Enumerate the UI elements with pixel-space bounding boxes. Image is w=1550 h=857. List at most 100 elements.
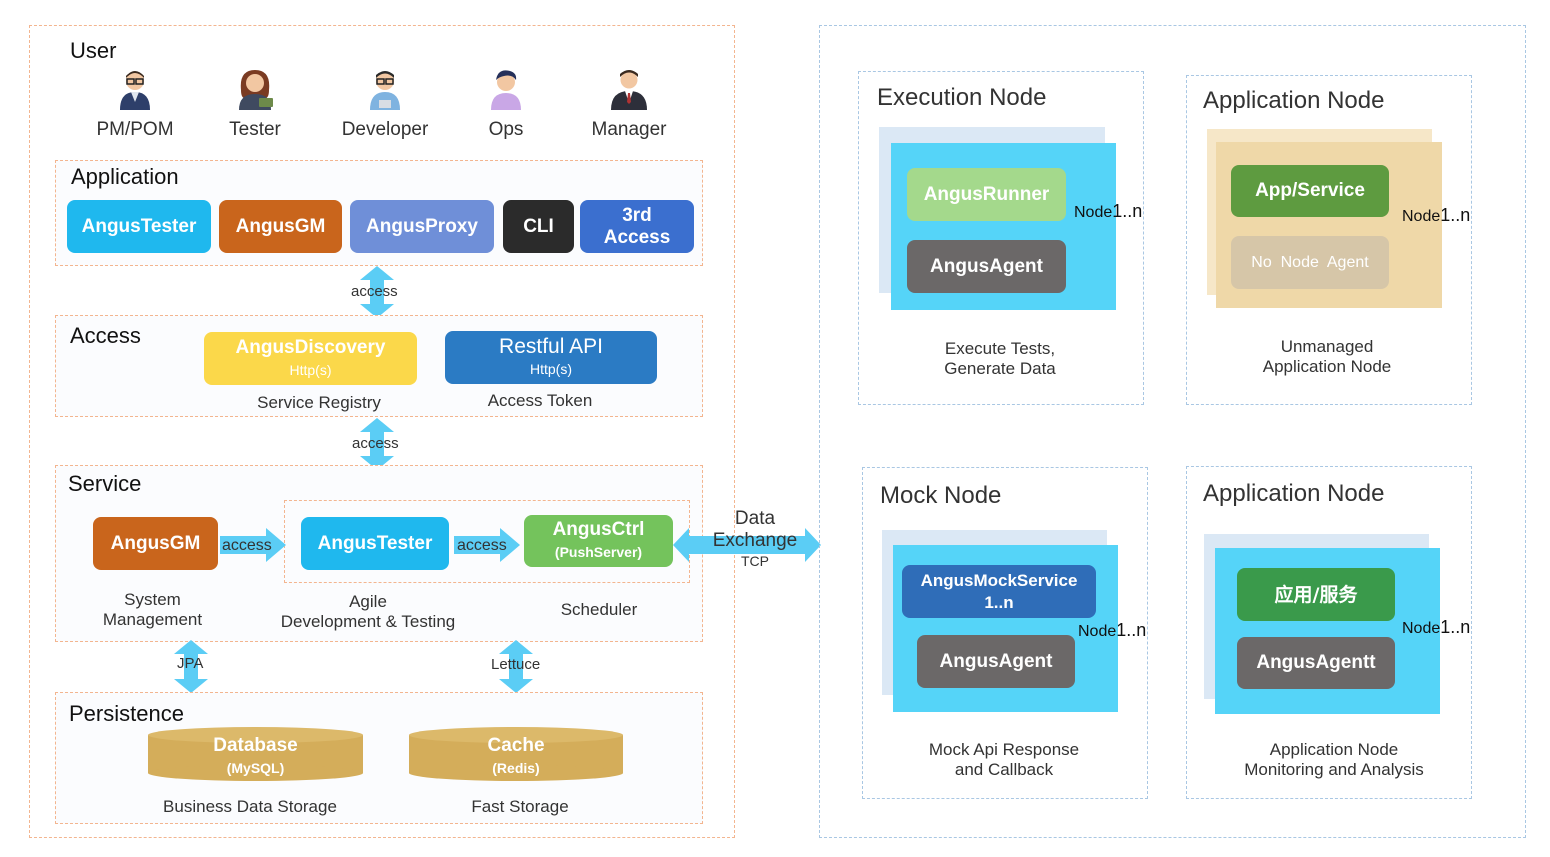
app-service-box[interactable]: App/Service <box>1231 165 1389 217</box>
user-ops: Ops <box>451 68 561 141</box>
caption-line: Development & Testing <box>280 612 456 631</box>
execution-node-title: Execution Node <box>877 84 1047 111</box>
user-title: User <box>70 38 117 63</box>
access-arrow-label: access <box>351 283 398 300</box>
user-role-label: Ops <box>488 119 524 140</box>
ops-avatar-icon <box>491 70 521 110</box>
mockservice-count: 1..n <box>984 592 1014 612</box>
mock-node-count: Node1..n <box>1078 620 1146 641</box>
service-angusctrl-box[interactable]: AngusCtrl (PushServer) <box>524 515 673 567</box>
mock-angusagent-box[interactable]: AngusAgent <box>917 635 1075 688</box>
access-arrow-1 <box>360 266 394 318</box>
angusdiscovery-box[interactable]: AngusDiscovery Http(s) <box>204 332 417 385</box>
app-angustester-button[interactable]: AngusTester <box>67 200 211 253</box>
node-count: 1..n <box>1116 620 1147 640</box>
cache-sub: (Redis) <box>492 760 540 776</box>
app-node-1-caption: Unmanaged Application Node <box>1227 337 1427 377</box>
application-node-title-1: Application Node <box>1203 87 1385 114</box>
caption-line: Agile <box>349 592 387 611</box>
app-node-1-count: Node1..n <box>1402 205 1470 226</box>
node-count-label: Node <box>1402 208 1441 225</box>
developer-avatar-icon <box>370 71 400 110</box>
database-sub: (MySQL) <box>226 760 285 776</box>
caption-line: Unmanaged <box>1280 337 1374 356</box>
caption-line: Application Node <box>1269 740 1399 759</box>
app-node-2-angusagent-box[interactable]: AngusAgentt <box>1237 637 1395 689</box>
access-arrow-label: access <box>352 435 399 452</box>
service-title: Service <box>68 471 142 496</box>
angusctrl-name: AngusCtrl <box>552 519 645 540</box>
business-data-caption: Business Data Storage <box>163 797 337 816</box>
access-arrow-2 <box>360 418 394 470</box>
user-role-label: Developer <box>341 119 429 140</box>
access-arrow-3 <box>220 528 286 562</box>
caption-line: Mock Api Response <box>928 740 1080 759</box>
restful-api-name: Restful API <box>499 334 603 358</box>
tester-avatar-icon <box>239 70 273 110</box>
no-node-agent-box[interactable]: No Node Agent <box>1231 236 1389 289</box>
execution-angusagent-box[interactable]: AngusAgent <box>907 240 1066 293</box>
user-tester: Tester <box>200 68 310 141</box>
database-name: Database <box>213 735 298 756</box>
tcp-label: TCP <box>741 553 769 569</box>
mock-node-panel <box>862 467 1148 799</box>
label-line: Exchange <box>712 530 798 551</box>
jpa-label: JPA <box>177 655 204 672</box>
mock-node-caption: Mock Api Response and Callback <box>894 740 1114 780</box>
node-count-label: Node <box>1078 623 1117 640</box>
app-node-2-count: Node1..n <box>1402 617 1470 638</box>
restful-api-box[interactable]: Restful API Http(s) <box>445 331 657 384</box>
service-registry-caption: Service Registry <box>257 393 381 412</box>
angusctrl-sub: (PushServer) <box>554 544 643 560</box>
app-node-2-caption: Application Node Monitoring and Analysis <box>1224 740 1444 780</box>
mock-node-title: Mock Node <box>880 482 1002 509</box>
caption-line: Generate Data <box>944 359 1056 378</box>
jpa-arrow <box>174 640 208 693</box>
app-cli-button[interactable]: CLI <box>503 200 574 253</box>
user-role-label: Manager <box>591 119 667 140</box>
execution-node-panel <box>858 71 1144 405</box>
execution-node-count: Node1..n <box>1074 201 1142 222</box>
caption-line: Management <box>102 610 203 629</box>
angusdiscovery-name: AngusDiscovery <box>235 336 386 358</box>
service-angusgm-box[interactable]: AngusGM <box>93 517 218 570</box>
system-management-caption: System Management <box>80 590 225 630</box>
caption-line: Monitoring and Analysis <box>1244 760 1424 779</box>
scheduler-caption: Scheduler <box>560 600 638 619</box>
database-label: Database (MySQL) <box>148 735 363 779</box>
node-count-label: Node <box>1402 620 1441 637</box>
app-3rd-access-button[interactable]: 3rd Access <box>580 200 694 253</box>
lettuce-arrow <box>499 640 533 693</box>
fast-storage-caption: Fast Storage <box>471 797 569 816</box>
application-node-panel-2 <box>1186 466 1472 799</box>
access-arrow-4 <box>454 528 520 562</box>
restful-api-proto: Http(s) <box>530 360 572 377</box>
user-pm: PM/POM <box>80 68 190 141</box>
agile-dev-caption: Agile Development & Testing <box>262 592 474 632</box>
execution-node-caption: Execute Tests, Generate Data <box>900 339 1100 379</box>
pm-avatar-icon <box>120 71 150 110</box>
service-angustester-box[interactable]: AngusTester <box>301 517 449 570</box>
database-cylinder-icon <box>148 727 363 781</box>
user-manager: Manager <box>574 68 684 141</box>
app-angusproxy-button[interactable]: AngusProxy <box>350 200 494 253</box>
user-developer: Developer <box>330 68 440 141</box>
app-service-cn-box[interactable]: 应用/服务 <box>1237 568 1395 621</box>
application-node-panel-1 <box>1186 75 1472 405</box>
angusmockservice-box[interactable]: AngusMockService 1..n <box>902 565 1096 618</box>
access-token-caption: Access Token <box>487 391 593 410</box>
nodes-frame <box>819 25 1526 838</box>
user-role-label: Tester <box>229 119 281 140</box>
angusdiscovery-proto: Http(s) <box>289 361 332 378</box>
application-node-title-2: Application Node <box>1203 480 1385 507</box>
access-title: Access <box>70 323 141 348</box>
access-arrow-label: access <box>457 537 507 554</box>
node-count: 1..n <box>1440 617 1471 637</box>
caption-line: System <box>124 590 181 609</box>
angusrunner-box[interactable]: AngusRunner <box>907 168 1066 221</box>
node-count: 1..n <box>1440 205 1471 225</box>
app-angusgm-button[interactable]: AngusGM <box>219 200 342 253</box>
persistence-title: Persistence <box>69 701 184 726</box>
mockservice-name: AngusMockService <box>920 570 1078 590</box>
manager-avatar-icon <box>611 70 647 110</box>
